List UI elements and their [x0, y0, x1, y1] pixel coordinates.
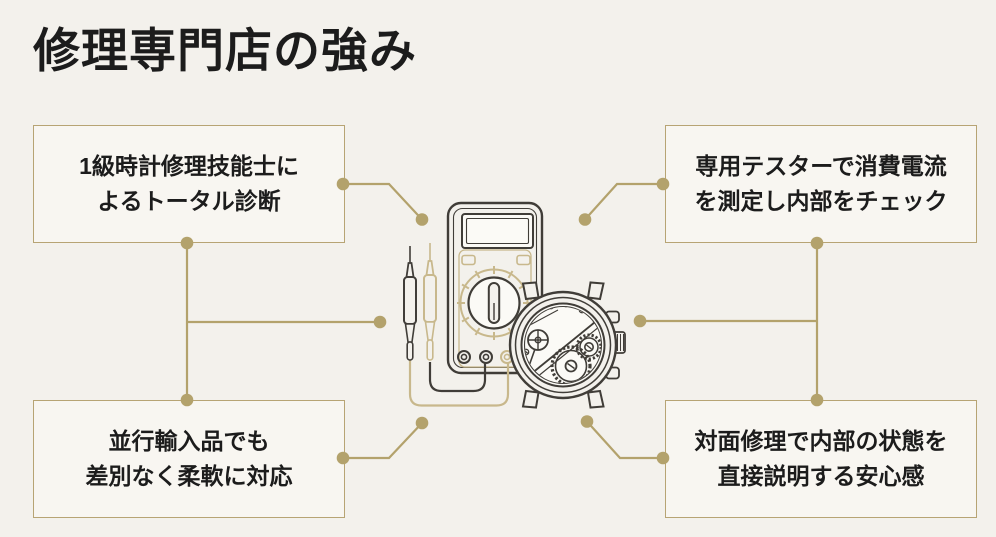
test-probe-gold-icon	[423, 243, 437, 361]
feature-text-line: 専用テスターで消費電流	[695, 153, 947, 179]
page-title: 修理専門店の強み	[33, 24, 417, 77]
feature-text-line: 並行輸入品でも	[108, 428, 270, 454]
probe-wire-dark	[428, 362, 487, 393]
test-probe-dark-icon	[403, 246, 417, 361]
feature-text-line: よるトータル診断	[97, 188, 281, 214]
feature-text-line: 1級時計修理技能士に	[79, 153, 299, 179]
probe-wire-gold	[408, 360, 510, 407]
dial-ticks	[457, 266, 531, 340]
feature-text-line: 対面修理で内部の状態を	[694, 428, 948, 454]
multimeter-icon	[446, 201, 544, 375]
feature-text-line: 差別なく柔軟に対応	[85, 463, 293, 489]
feature-text-line: を測定し内部をチェック	[694, 188, 948, 214]
feature-box-top-left: 1級時計修理技能士に よるトータル診断	[33, 125, 345, 243]
feature-box-bottom-right: 対面修理で内部の状態を 直接説明する安心感	[665, 400, 977, 518]
watch-movement-icon	[508, 281, 626, 409]
feature-box-top-right: 専用テスターで消費電流 を測定し内部をチェック	[665, 125, 977, 243]
feature-box-bottom-left: 並行輸入品でも 差別なく柔軟に対応	[33, 400, 345, 518]
feature-text-line: 直接説明する安心感	[717, 463, 925, 489]
